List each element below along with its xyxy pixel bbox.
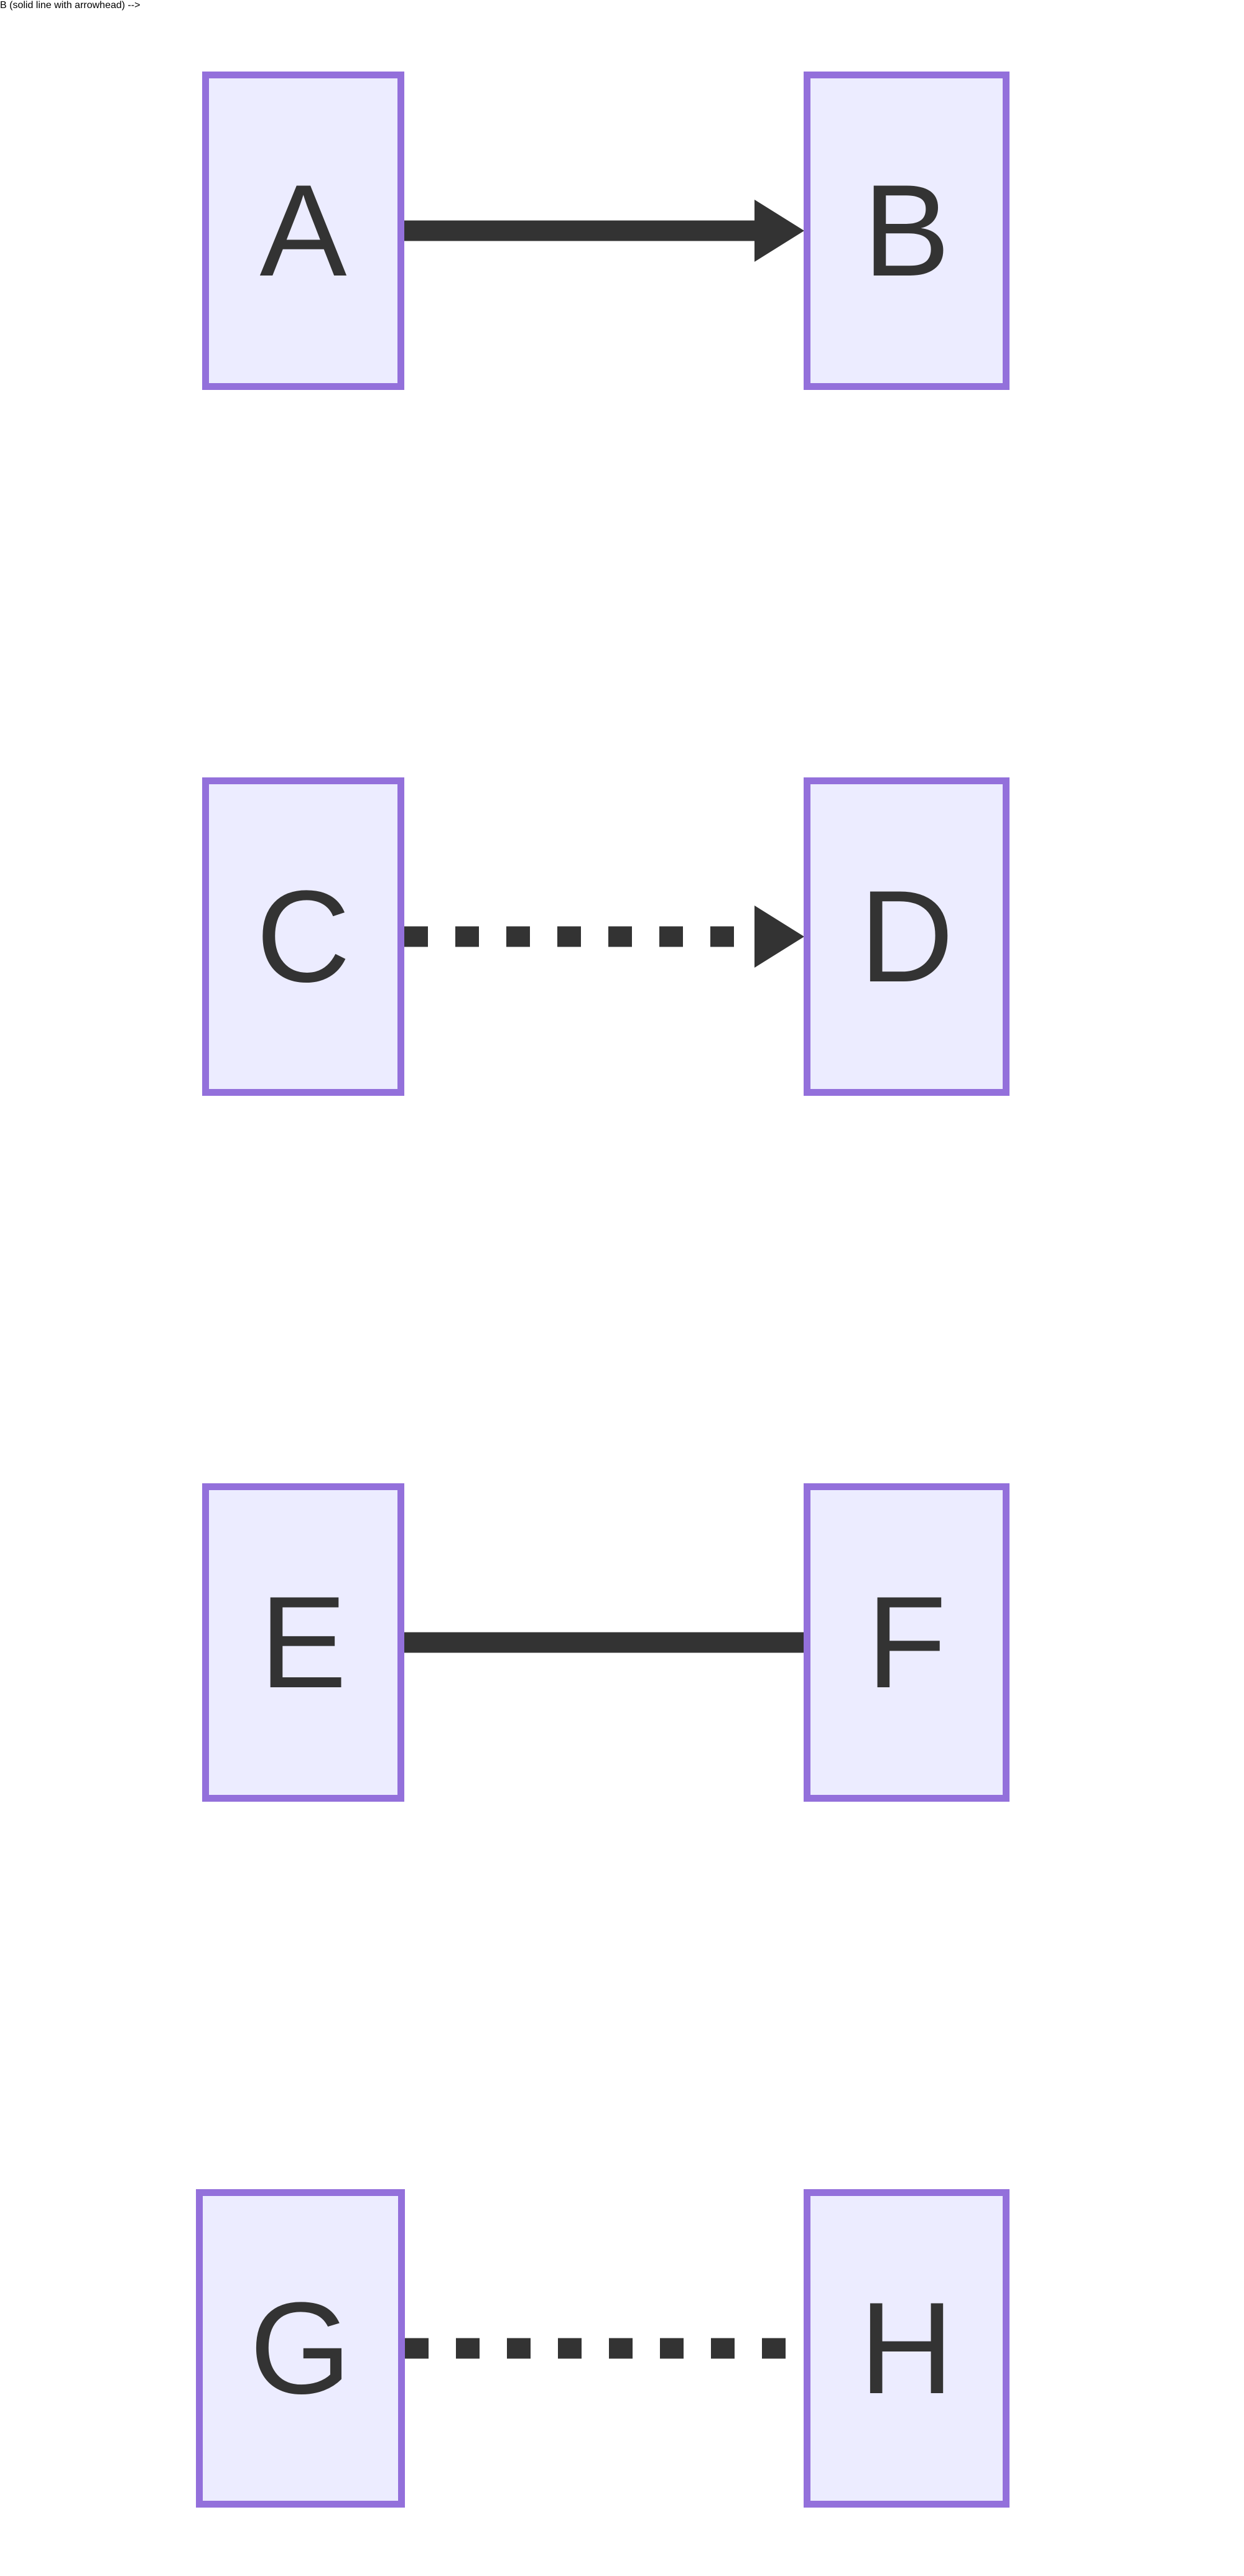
node-C-label: C [256, 863, 351, 1009]
node-A: A [202, 72, 404, 390]
node-C: C [202, 777, 404, 1096]
node-H: H [804, 2189, 1010, 2508]
node-E: E [202, 1483, 404, 1802]
node-B-label: B [863, 157, 950, 303]
edge-A-B-arrowhead [754, 200, 804, 262]
node-D-label: D [859, 863, 954, 1009]
node-F: F [804, 1483, 1010, 1802]
row-G-H: G H [0, 2189, 1244, 2508]
edge-G-H [405, 2338, 803, 2359]
node-B: B [804, 72, 1010, 390]
node-A-label: A [259, 157, 347, 303]
edge-E-F [404, 1632, 804, 1653]
node-E-label: E [259, 1569, 347, 1715]
edge-C-D-arrowhead [754, 906, 804, 968]
row-E-F: E F [0, 1483, 1244, 1802]
node-D: D [804, 777, 1010, 1096]
edge-C-D [404, 906, 804, 968]
node-G-label: G [249, 2275, 351, 2421]
row-A-B: A B [0, 72, 1244, 390]
edge-A-B [404, 200, 804, 262]
node-G: G [196, 2189, 405, 2508]
node-F-label: F [866, 1569, 947, 1715]
row-C-D: C D [0, 777, 1244, 1096]
node-H-label: H [859, 2275, 954, 2421]
